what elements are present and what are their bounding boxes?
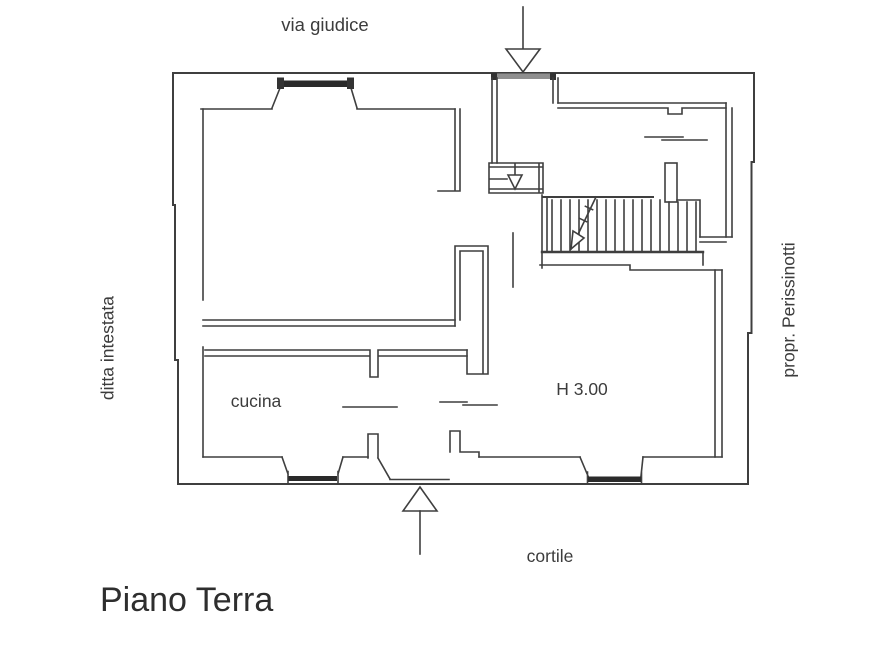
inner-wall — [200, 102, 733, 458]
stair-direction-arrow-icon — [569, 195, 598, 251]
entrance-top-door — [491, 73, 559, 164]
street-entrance-arrow-icon — [504, 6, 542, 74]
stair-newel — [664, 162, 678, 203]
label-right-boundary: propr. Perissinotti — [779, 242, 799, 377]
entrance-bottom-door — [367, 430, 480, 481]
staircase — [539, 162, 723, 271]
stair-treads — [551, 199, 697, 253]
courtyard-entrance-arrow-icon — [401, 485, 439, 555]
step-down-arrow-icon — [506, 174, 524, 191]
front-room-walls — [202, 108, 461, 327]
window-bottom-right — [578, 455, 644, 484]
page-title: Piano Terra — [100, 581, 273, 619]
entry-step-box — [488, 162, 544, 194]
label-courtyard: cortile — [527, 546, 574, 566]
label-kitchen: cucina — [231, 391, 282, 411]
corridor-wall — [454, 232, 514, 375]
opening-dashes — [342, 136, 708, 408]
label-street: via giudice — [281, 14, 368, 35]
outer-wall — [172, 72, 755, 485]
window-bottom-left — [280, 455, 344, 484]
window-top — [270, 77, 358, 110]
label-ceiling-height: H 3.00 — [556, 379, 608, 399]
kitchen-walls — [204, 349, 468, 378]
label-left-boundary: ditta intestata — [98, 296, 118, 400]
